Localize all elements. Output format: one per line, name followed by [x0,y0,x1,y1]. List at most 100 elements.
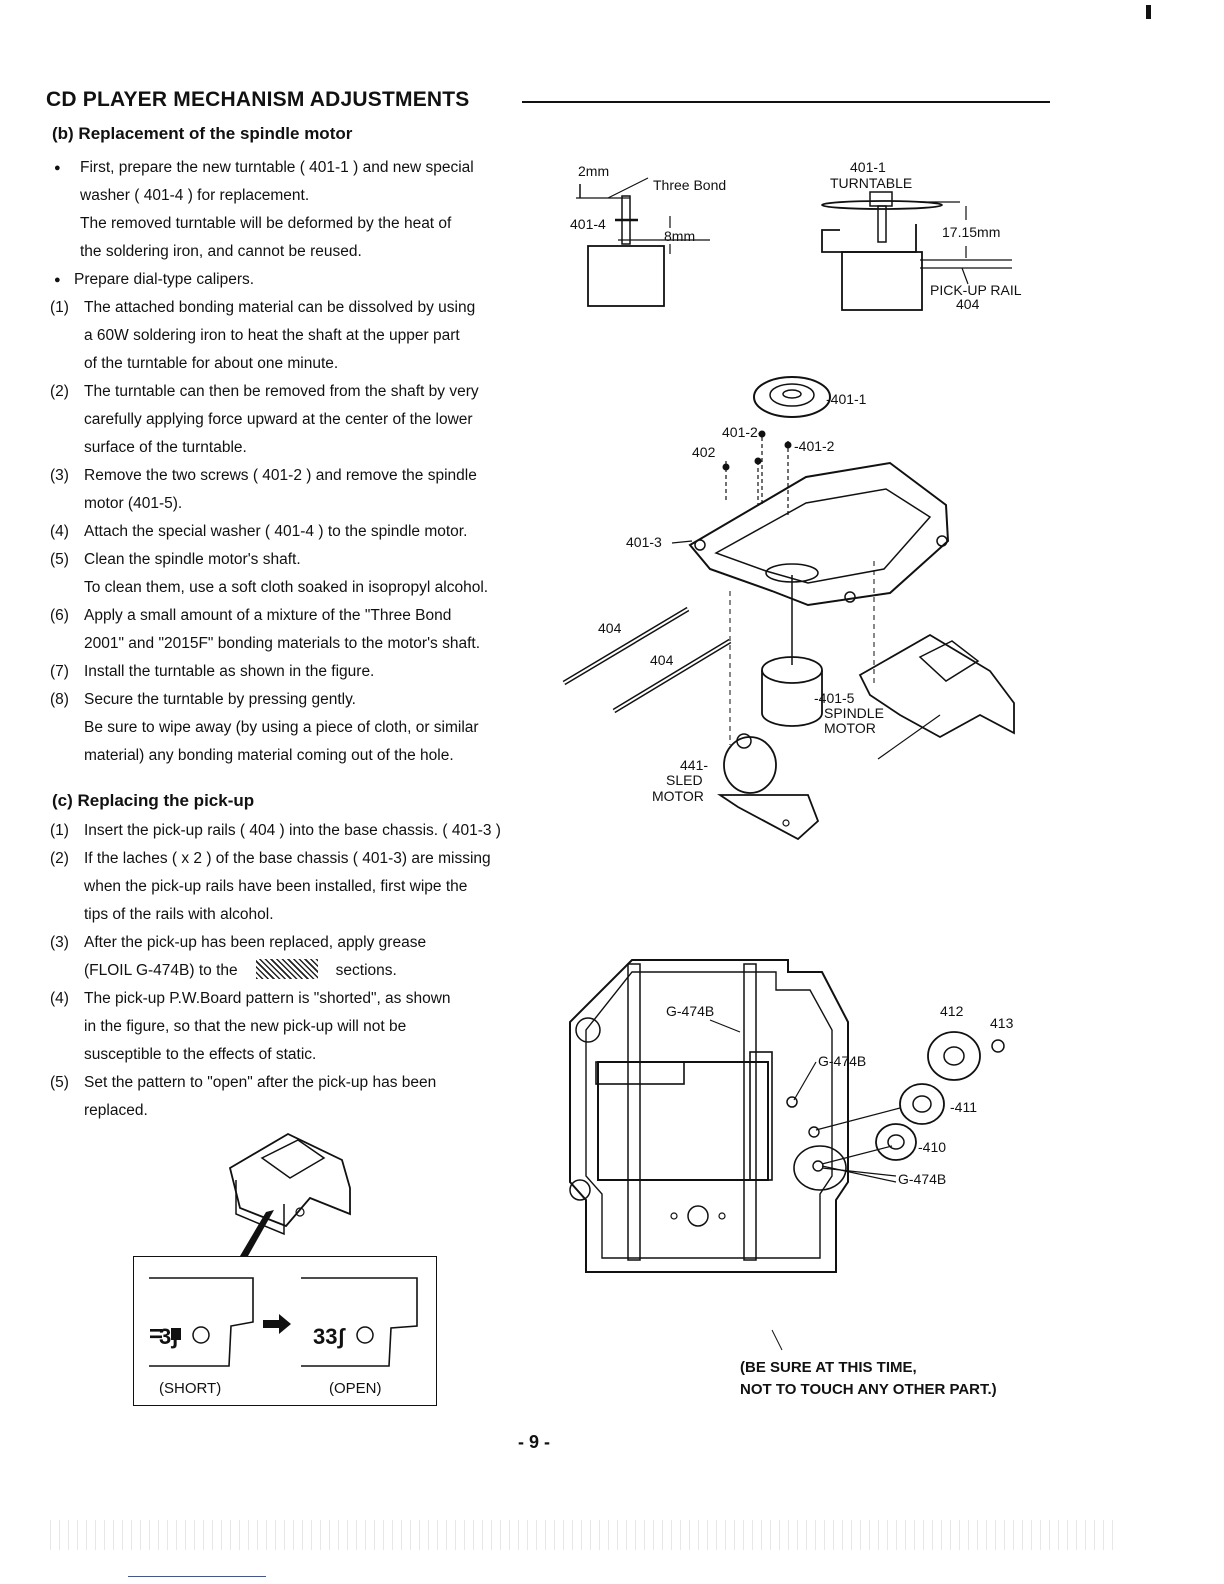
list-marker: (2) [50,383,69,400]
turntable-label: TURNTABLE [830,175,912,191]
list-item-text: a 60W soldering iron to heat the shaft a… [84,327,460,344]
list-marker: (5) [50,551,69,568]
pickup-rail-label: PICK-UP RAIL [930,282,1022,298]
sled-label: SLED [666,772,703,788]
three-bond-label: Three Bond [653,177,726,193]
list-item-text: in the figure, so that the new pick-up w… [84,1018,407,1035]
label-402: 402 [692,444,716,460]
list-item-text: of the turntable for about one minute. [84,355,339,372]
turntable-dimension-figure: 2mm Three Bond 401-4 8mm 401-1 TURNTABLE… [570,159,1022,312]
list-item-text: carefully applying force upward at the c… [84,411,473,428]
list-item-text: material) any bonding material coming ou… [84,747,454,764]
list-item-text: the soldering iron, and cannot be reused… [80,243,362,260]
gear-413-label: 413 [990,1015,1014,1031]
list-marker: (3) [50,467,69,484]
washer-label: 401-4 [570,216,606,232]
grease-hatch-swatch [255,959,318,979]
list-item-text: motor (401-5). [84,495,183,512]
label-401-1: -401-1 [826,391,867,407]
label-401-3: 401-3 [626,534,662,550]
list-marker: (5) [50,1074,69,1091]
list-item-text: when the pick-up rails have been install… [84,878,468,895]
list-marker: (4) [50,523,69,540]
caution-line-2: NOT TO TOUCH ANY OTHER PART.) [740,1381,997,1398]
list-item-text: 2001" and "2015F" bonding materials to t… [84,635,481,652]
list-item-text: susceptible to the effects of static. [84,1046,317,1063]
section-c-heading: (c) Replacing the pick-up [52,791,255,810]
list-item-text: Be sure to wipe away (by using a piece o… [84,719,479,736]
title-rule [522,101,1050,103]
list-item-text: (FLOIL G-474B) to the sections. [84,957,397,985]
list-item-text: Set the pattern to "open" after the pick… [84,1074,437,1091]
dim-height-label: 17.15mm [942,224,1000,240]
gear-410-label: -410 [918,1139,946,1155]
dim-2mm-label: 2mm [578,163,609,179]
list-item-text: Apply a small amount of a mixture of the… [84,607,452,624]
arrow-right-icon [263,1314,291,1334]
grease-label-2: G-474B [818,1053,866,1069]
list-item-text: Remove the two screws ( 401-2 ) and remo… [84,467,477,484]
exploded-mechanism-figure: -401-1 401-2- -401-2 402 401-3 404 404 -… [562,376,1015,841]
list-item-text: The turntable can then be removed from t… [84,383,479,400]
svg-text:=: = [149,1321,163,1348]
grease-line-before: (FLOIL G-474B) to the [84,962,238,979]
label-404-a: 404 [598,620,622,636]
list-marker: (3) [50,934,69,951]
svg-text:33ʃ: 33ʃ [313,1324,346,1349]
list-marker: (1) [50,299,69,316]
grease-label-1: G-474B [666,1003,714,1019]
short-label: (SHORT) [159,1380,221,1397]
scan-noise-band [50,1520,1120,1550]
dim-8mm-label: 8mm [664,228,695,244]
pattern-short-open-box [133,1256,437,1406]
list-marker: (1) [50,822,69,839]
list-item-text: Install the turntable as shown in the fi… [84,663,375,680]
label-401-2-left: 401-2- [722,424,763,440]
pattern-diagram: = 3ʃ 33ʃ (SHORT) (OPEN) [149,1277,418,1397]
sled-motor-label: MOTOR [652,788,704,804]
list-marker: ● [54,274,61,286]
page-number: - 9 - [518,1432,551,1452]
list-item-text: Insert the pick-up rails ( 404 ) into th… [84,822,501,839]
list-item-text: Secure the turntable by pressing gently. [84,691,356,708]
open-label: (OPEN) [329,1380,382,1397]
pickup-unit-sketch [228,1132,351,1256]
gear-412-label: 412 [940,1003,964,1019]
list-item-text: Clean the spindle motor's shaft. [84,551,301,568]
caution-note: (BE SURE AT THIS TIME, NOT TO TOUCH ANY … [740,1357,997,1401]
list-item-text: tips of the rails with alcohol. [84,906,274,923]
list-item-text: surface of the turntable. [84,439,247,456]
list-item-text: Attach the special washer ( 401-4 ) to t… [84,523,468,540]
list-item-text: If the laches ( x 2 ) of the base chassi… [84,850,491,867]
spindle-motor-label: MOTOR [824,720,876,736]
pickup-rail-number: 404 [956,296,980,312]
list-item-text: First, prepare the new turntable ( 401-1… [80,159,474,176]
page-title: CD PLAYER MECHANISM ADJUSTMENTS [46,88,470,111]
list-item-text: The pick-up P.W.Board pattern is "shorte… [84,990,451,1007]
list-marker: (4) [50,990,69,1007]
list-marker: (8) [50,691,69,708]
gear-411-label: -411 [950,1099,977,1115]
list-marker: (2) [50,850,69,867]
turntable-part-number: 401-1 [850,159,886,175]
list-item-text: Prepare dial-type calipers. [74,271,255,288]
scan-edge-line [128,1576,266,1577]
spindle-label: SPINDLE [824,705,884,721]
list-item-text: To clean them, use a soft cloth soaked i… [84,579,489,596]
list-item-text: After the pick-up has been replaced, app… [84,934,427,951]
list-item-text: The removed turntable will be deformed b… [80,215,452,232]
grease-label-3: G-474B [898,1171,946,1187]
list-marker: (7) [50,663,69,680]
label-401-2-right: -401-2 [794,438,835,454]
label-441: 441- [680,757,708,773]
caution-line-1: (BE SURE AT THIS TIME, [740,1359,917,1376]
list-marker: ● [54,162,61,174]
label-404-b: 404 [650,652,674,668]
label-401-5: -401-5 [814,690,855,706]
list-item-text: washer ( 401-4 ) for replacement. [80,187,310,204]
section-b-heading: (b) Replacement of the spindle motor [52,124,353,143]
grease-line-after: sections. [335,962,397,979]
list-item-text: The attached bonding material can be dis… [84,299,476,316]
list-marker: (6) [50,607,69,624]
margin-mark [1146,5,1151,19]
